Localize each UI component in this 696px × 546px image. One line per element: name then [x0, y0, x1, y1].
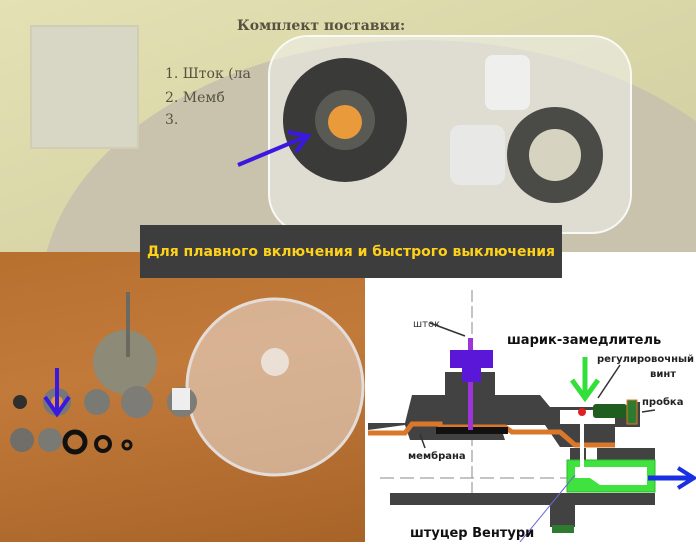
arrow-icon [237, 135, 306, 167]
plastic-fitting [450, 125, 505, 185]
label-plug: пробка [642, 396, 683, 408]
label-screw-1: регулировочный [597, 354, 694, 365]
label-venturi: штуцер Вентури [410, 526, 534, 541]
regulator-diagram: шток шарик-замедлитель регулировочный ви… [365, 278, 696, 543]
metal-disk [93, 330, 157, 394]
label-rod: шток [413, 319, 440, 330]
label-screw-2: винт [650, 369, 676, 380]
parts-kit-photo: Комплект поставки: 1. Шток (ла 2. Мемб 3… [0, 0, 696, 252]
laid-out-parts [10, 292, 365, 477]
plug-part [626, 399, 638, 425]
rod-part [468, 338, 473, 430]
kit-parts [237, 55, 603, 203]
retarder-ball [578, 408, 586, 416]
caption-banner: Для плавного включения и быстрого выключ… [140, 225, 562, 278]
label-membrane: мембрана [408, 450, 466, 462]
plastic-membrane [185, 297, 365, 477]
venturi-fitting [552, 525, 574, 533]
sheet-item: 3. [165, 112, 179, 128]
sheet-item: 2. Мемб [165, 90, 225, 106]
sheet-title: Комплект поставки: [237, 18, 406, 34]
label-ball: шарик-замедлитель [507, 333, 661, 348]
parts-layout-photo [0, 252, 365, 542]
membrane-plate [436, 427, 508, 434]
retarder-ball [328, 105, 362, 139]
sheet-item: 1. Шток (ла [165, 66, 251, 82]
banner-text: Для плавного включения и быстрого выключ… [146, 243, 556, 260]
cross-section: шток шарик-замедлитель регулировочный ви… [368, 290, 696, 543]
paper-card [30, 25, 139, 149]
adjusting-screw [593, 404, 627, 418]
